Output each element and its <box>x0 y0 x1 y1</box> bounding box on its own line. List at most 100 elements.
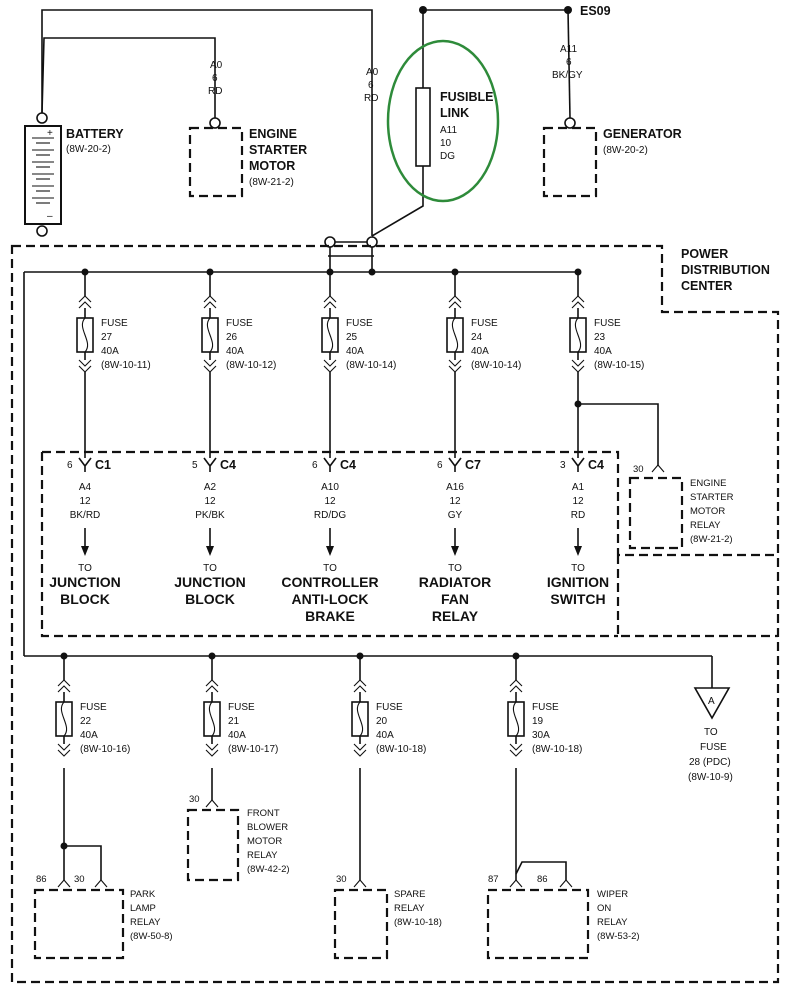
destination-label: BLOCK <box>185 591 235 607</box>
fuse-24-ref: (8W-10-14) <box>471 360 521 371</box>
fuse-27-num: 27 <box>101 332 113 343</box>
svg-text:TO: TO <box>704 727 718 738</box>
fuse-21-label: FUSE <box>228 702 255 713</box>
bottom-fuse-row: FUSE2240A(8W-10-16)FUSE2140A(8W-10-17)FU… <box>55 652 582 757</box>
fusible-link: FUSIBLE LINK A11 10 DG <box>371 10 500 237</box>
fuse-20-amp: 40A <box>376 730 394 741</box>
fuse-22-num: 22 <box>80 716 92 727</box>
svg-text:6: 6 <box>212 73 218 84</box>
fuse-19-label: FUSE <box>532 702 559 713</box>
fuse-23-amp: 40A <box>594 346 612 357</box>
svg-text:PARK: PARK <box>130 889 156 900</box>
svg-text:86: 86 <box>36 874 47 885</box>
arrow-down-icon <box>81 546 89 556</box>
connector-id: C7 <box>465 458 481 472</box>
svg-text:A11: A11 <box>560 44 577 55</box>
fuse-25-label: FUSE <box>346 318 373 329</box>
battery-cells <box>32 137 54 204</box>
fusible-link-title-1: FUSIBLE <box>440 90 493 104</box>
battery-minus-sign: – <box>47 211 53 222</box>
svg-text:(8W-53-2): (8W-53-2) <box>597 931 640 942</box>
starter-label-3: MOTOR <box>249 159 295 173</box>
fuse-26-ref: (8W-10-12) <box>226 360 276 371</box>
svg-text:ENGINE: ENGINE <box>690 478 726 489</box>
arrow-down-icon <box>326 546 334 556</box>
fusible-link-title-2: LINK <box>440 106 469 120</box>
fusible-link-wire-1: A11 <box>440 125 457 136</box>
starter-label-2: STARTER <box>249 143 307 157</box>
wire-es09-to-generator <box>567 9 571 119</box>
wire-code: PK/BK <box>195 510 225 521</box>
fuse-24-num: 24 <box>471 332 483 343</box>
svg-text:STARTER: STARTER <box>690 492 734 503</box>
battery-plus-sign: + <box>47 128 53 139</box>
wire-battery-pdc-label: A0 6 RD <box>364 67 379 104</box>
front-blower-motor-relay: 30 FRONT BLOWER MOTOR RELAY (8W-42-2) <box>186 768 290 882</box>
fusible-link-wire-2: 10 <box>440 138 452 149</box>
destination-to: TO <box>203 563 217 574</box>
svg-text:RELAY: RELAY <box>130 917 161 928</box>
fuse-24-label: FUSE <box>471 318 498 329</box>
svg-text:RD: RD <box>208 86 222 97</box>
fuse-23-num: 23 <box>594 332 606 343</box>
fuse-26-num: 26 <box>226 332 238 343</box>
destination-label: IGNITION <box>547 574 609 590</box>
wire-code: A2 <box>204 482 217 493</box>
fuse-23-label: FUSE <box>594 318 621 329</box>
fuse-26-label: FUSE <box>226 318 253 329</box>
svg-text:WIPER: WIPER <box>597 889 628 900</box>
pdc-label: POWER DISTRIBUTION CENTER <box>681 247 770 293</box>
connector-area-boundary <box>40 450 778 638</box>
front-blower-relay-box <box>186 808 240 882</box>
fuse-19-amp: 30A <box>532 730 550 741</box>
svg-text:28 (PDC): 28 (PDC) <box>689 757 731 768</box>
pdc-boundary <box>10 244 780 984</box>
connector-id: C4 <box>220 458 236 472</box>
starter-ref: (8W-21-2) <box>249 177 294 188</box>
generator-ref: (8W-20-2) <box>603 145 648 156</box>
destination-label: FAN <box>441 591 469 607</box>
svg-text:FUSE: FUSE <box>700 742 727 753</box>
fuse-27-label: FUSE <box>101 318 128 329</box>
battery-negative-terminal <box>36 225 48 237</box>
fuse-23-ref: (8W-10-15) <box>594 360 644 371</box>
starter-box <box>188 126 244 198</box>
wiper-on-relay: 87 86 WIPER ON RELAY (8W-53-2) <box>486 768 640 960</box>
engine-starter-motor-relay: 30 ENGINE STARTER MOTOR RELAY (8W-21-2) <box>574 400 734 550</box>
fusible-link-body <box>415 87 431 167</box>
svg-text:ON: ON <box>597 903 611 914</box>
pdc-input-terminals <box>324 236 378 276</box>
fusible-link-highlight <box>386 39 500 203</box>
park-lamp-relay-box <box>33 888 125 960</box>
generator: GENERATOR (8W-20-2) <box>542 117 682 198</box>
destination-label: RADIATOR <box>419 574 492 590</box>
svg-text:RELAY: RELAY <box>597 917 628 928</box>
destination-to: TO <box>571 563 585 574</box>
svg-text:(8W-10-18): (8W-10-18) <box>394 917 442 928</box>
svg-text:BK/GY: BK/GY <box>552 70 583 81</box>
wire-code: RD <box>571 510 585 521</box>
wire-code: A10 <box>321 482 339 493</box>
destination-label: JUNCTION <box>174 574 246 590</box>
wire-code: 12 <box>204 496 216 507</box>
engine-starter-motor: ENGINE STARTER MOTOR (8W-21-2) <box>188 117 307 198</box>
wire-starter-label: A0 6 RD <box>208 60 223 97</box>
park-lamp-relay: 86 30 PARK LAMP RELAY (8W-50-8) <box>33 768 173 960</box>
destination-label: SWITCH <box>550 591 605 607</box>
battery-body <box>24 125 62 225</box>
connector-id: C4 <box>588 458 604 472</box>
connector-pin: 6 <box>437 460 443 471</box>
svg-text:MOTOR: MOTOR <box>690 506 725 517</box>
battery-label: BATTERY <box>66 127 124 141</box>
destination-to: TO <box>78 563 92 574</box>
fuse-25-num: 25 <box>346 332 358 343</box>
fuse-22-amp: 40A <box>80 730 98 741</box>
